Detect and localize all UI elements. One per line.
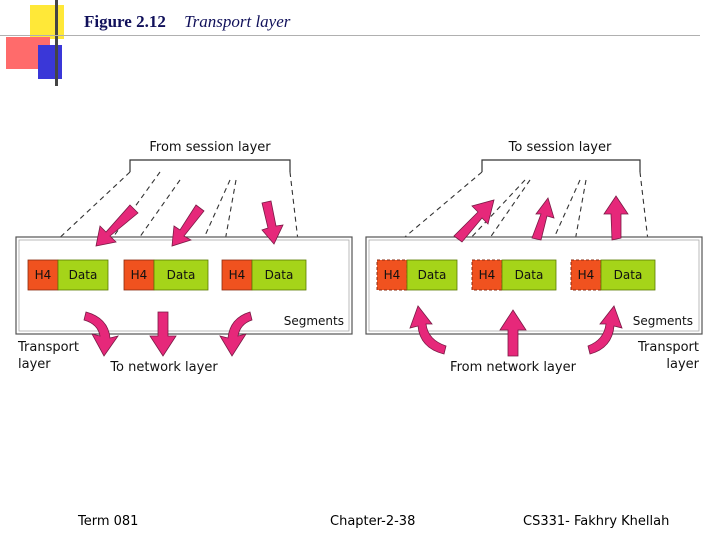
- right-segment-1: H4 Data: [376, 259, 458, 291]
- left-segments: H4 Data H4 Data H4 Data: [27, 259, 307, 291]
- footer-chapter: Chapter-2-38: [330, 514, 416, 529]
- left-down-arrow-1: [95, 204, 139, 247]
- right-up-arrow-3: [603, 195, 629, 241]
- left-side-label-line2: layer: [18, 357, 51, 372]
- left-segment-3-data: [251, 259, 307, 291]
- left-segment-1: H4 Data: [27, 259, 109, 291]
- decor-vertical-line: [55, 0, 58, 86]
- left-panel: From session layer H4 Data: [15, 140, 353, 375]
- right-segment-2-data: [501, 259, 557, 291]
- right-segment-3-header-label: H4: [578, 268, 595, 282]
- left-segment-2-data-label: Data: [167, 268, 196, 282]
- decor-horizontal-line: [0, 35, 700, 36]
- right-top-label: To session layer: [508, 140, 612, 155]
- right-up-arrow-1: [453, 199, 495, 243]
- left-segments-label: Segments: [284, 314, 344, 328]
- left-bottom-label: To network layer: [109, 360, 218, 375]
- left-segment-2-header: [123, 259, 155, 291]
- left-segment-2-header-label: H4: [131, 268, 148, 282]
- right-in-arrows: [409, 305, 623, 357]
- left-top-label: From session layer: [149, 140, 271, 155]
- slide-title: Figure 2.12 Transport layer: [84, 12, 290, 32]
- left-out-arrows: [83, 311, 253, 357]
- left-segment-1-header-label: H4: [35, 268, 52, 282]
- right-bottom-label: From network layer: [450, 360, 577, 375]
- right-in-arrow-2: [499, 309, 527, 357]
- decor-square-blue: [38, 45, 62, 79]
- right-segment-1-data-label: Data: [418, 268, 447, 282]
- right-segment-1-header-label: H4: [384, 268, 401, 282]
- right-segment-1-header: [376, 259, 408, 291]
- left-down-arrow-2: [171, 204, 205, 247]
- footer-term: Term 081: [78, 514, 139, 529]
- left-segment-3-header-label: H4: [229, 268, 246, 282]
- left-out-arrow-3: [219, 311, 253, 357]
- right-up-arrow-2: [531, 197, 555, 241]
- left-segment-1-data: [57, 259, 109, 291]
- left-out-arrow-2: [149, 311, 177, 357]
- right-segment-3-header: [570, 259, 602, 291]
- right-segment-3-data: [600, 259, 656, 291]
- right-segment-2-header: [471, 259, 503, 291]
- right-segment-2: H4 Data: [471, 259, 557, 291]
- left-segment-3: H4 Data: [221, 259, 307, 291]
- left-down-arrows: [95, 200, 284, 247]
- left-segment-1-data-label: Data: [69, 268, 98, 282]
- right-panel: To session layer H4 Data: [365, 140, 703, 375]
- right-segment-3: H4 Data: [570, 259, 656, 291]
- left-segment-2: H4 Data: [123, 259, 209, 291]
- left-segment-3-data-label: Data: [265, 268, 294, 282]
- left-out-arrow-1: [83, 311, 119, 357]
- left-segment-2-data: [153, 259, 209, 291]
- right-segments-label: Segments: [633, 314, 693, 328]
- right-in-arrow-3: [587, 305, 623, 355]
- figure-number: Figure 2.12: [84, 12, 166, 31]
- right-in-arrow-1: [409, 305, 447, 355]
- right-side-label-line1: Transport: [637, 340, 699, 355]
- footer-author: CS331- Fakhry Khellah: [523, 514, 670, 529]
- left-top-bracket: [129, 159, 291, 172]
- left-down-arrow-3: [261, 200, 284, 245]
- figure-caption: Transport layer: [184, 12, 291, 31]
- right-segments: H4 Data H4 Data H4 Data: [376, 259, 656, 291]
- right-top-bracket: [481, 159, 641, 172]
- right-segment-2-data-label: Data: [515, 268, 544, 282]
- right-side-label-line2: layer: [666, 357, 699, 372]
- right-up-arrows: [453, 195, 629, 243]
- decor-square-yellow: [30, 5, 64, 39]
- left-side-label-line1: Transport: [17, 340, 79, 355]
- right-segment-3-data-label: Data: [614, 268, 643, 282]
- left-segment-3-header: [221, 259, 253, 291]
- right-segment-2-header-label: H4: [479, 268, 496, 282]
- right-segment-1-data: [406, 259, 458, 291]
